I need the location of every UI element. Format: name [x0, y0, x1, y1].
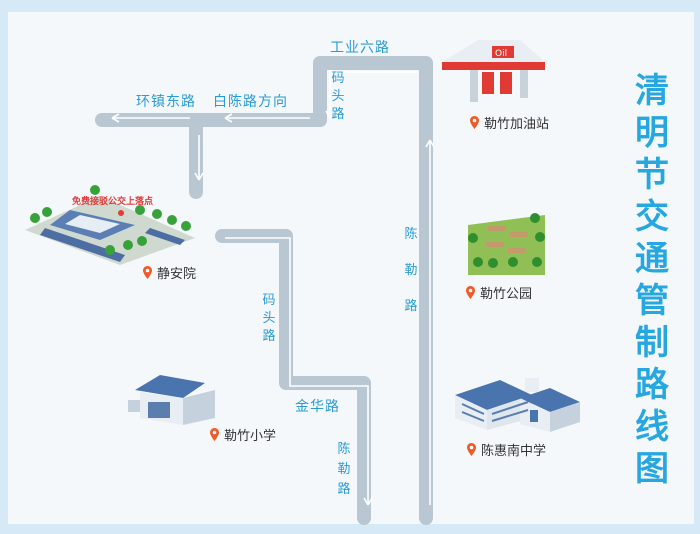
arrow-head: [325, 110, 335, 119]
svg-text:Oil: Oil: [495, 49, 507, 59]
primary-school-icon: [128, 375, 215, 425]
road-label-matou-top: 码头路: [331, 71, 345, 122]
jingan-courtyard-icon: [25, 185, 195, 265]
poi-label: 勒竹小学: [224, 429, 277, 444]
road-label-chenle-right: 陈勒路: [404, 227, 418, 314]
arrow-head: [194, 172, 204, 181]
poi-park: 勒竹公园: [466, 283, 532, 302]
poi-label: 静安院: [157, 267, 197, 282]
arrow-head: [224, 113, 233, 123]
map-card: [8, 12, 694, 524]
poi-jingan: 静安院: [143, 263, 196, 282]
road-label-chenle-bottom: 陈勒路: [337, 442, 351, 497]
road-gongye6-chenle: [313, 56, 433, 525]
poi-label: 勒竹公园: [480, 287, 533, 302]
poi-label: 陈惠南中学: [481, 444, 547, 459]
arrow-head: [363, 497, 373, 506]
location-pin-icon: [467, 443, 476, 456]
location-pin-icon: [210, 428, 219, 441]
poi-middle-school: 陈惠南中学: [467, 440, 546, 459]
road-label-baichen: 白陈路方向: [213, 94, 288, 110]
gas-station-icon: Oil: [442, 40, 545, 102]
map-title: 清明节交通管制路线图: [635, 71, 669, 489]
road-label-matou-mid: 码头路: [262, 293, 276, 344]
poi-label: 勒竹加油站: [484, 117, 550, 132]
bus-stop-note: 免费接驳公交上落点: [72, 197, 154, 207]
arrow-head: [425, 139, 435, 148]
road-label-huanzhendong: 环镇东路: [136, 94, 196, 110]
middle-school-icon: [455, 378, 580, 432]
location-pin-icon: [470, 116, 479, 129]
location-pin-icon: [466, 286, 475, 299]
poi-primary-school: 勒竹小学: [210, 425, 276, 444]
park-icon: [468, 213, 545, 275]
arrow-head: [111, 113, 120, 123]
poi-gas-station: 勒竹加油站: [470, 113, 549, 132]
direction-arrows: [111, 71, 435, 506]
road-label-jinhua: 金华路: [295, 399, 340, 415]
arrow-line: [329, 71, 418, 118]
road-label-gongye6: 工业六路: [330, 40, 390, 56]
arrow-line: [225, 237, 369, 505]
road-matou-jinhua: [215, 229, 371, 525]
location-pin-icon: [143, 266, 152, 279]
